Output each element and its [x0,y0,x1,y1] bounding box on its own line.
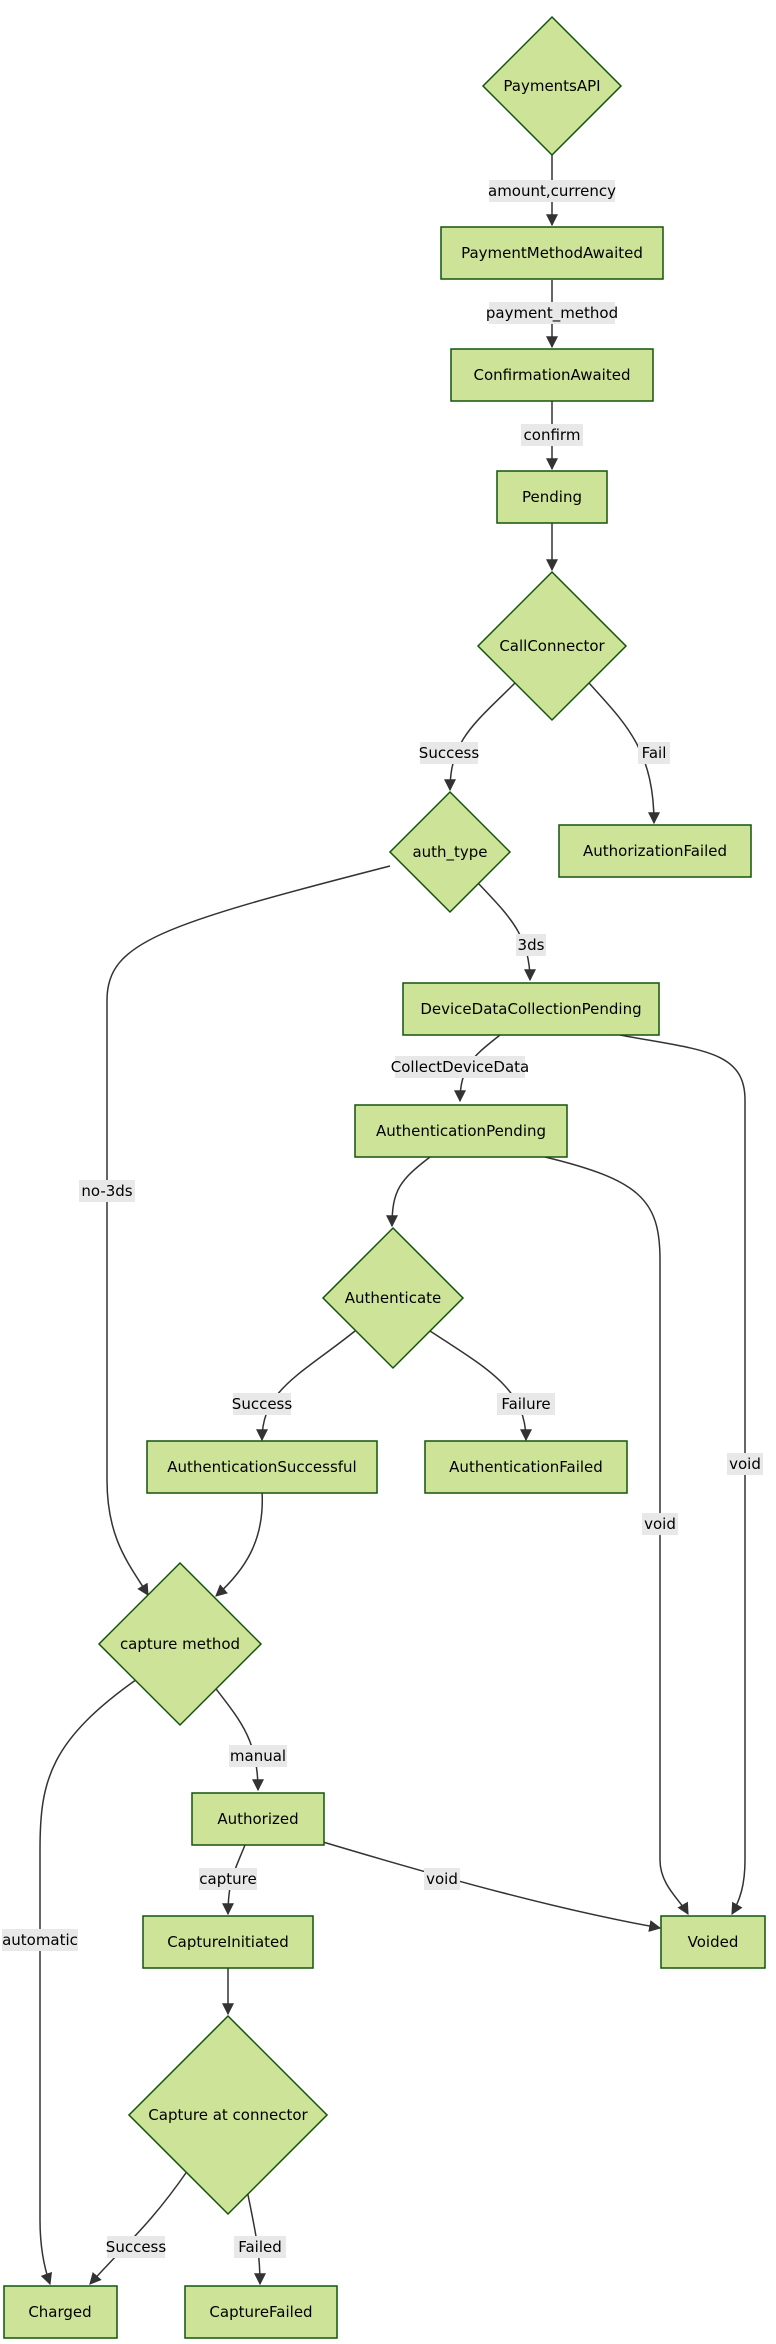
node-authenticationfailed: AuthenticationFailed [424,1440,628,1494]
edge-label-collect-device-data: CollectDeviceData [391,1056,529,1078]
svg-text:automatic: automatic [2,1931,78,1949]
svg-text:CallConnector: CallConnector [499,637,605,655]
node-voided: Voided [660,1915,766,1969]
svg-text:CaptureInitiated: CaptureInitiated [167,1933,289,1951]
edge-capturemethod-to-authorized [212,1684,264,1792]
node-charged: Charged [3,2285,118,2339]
svg-text:PaymentsAPI: PaymentsAPI [503,77,600,95]
node-captureinitiated: CaptureInitiated [142,1915,314,1969]
svg-text:AuthenticationSuccessful: AuthenticationSuccessful [167,1458,356,1476]
svg-text:Pending: Pending [522,488,582,506]
svg-text:AuthorizationFailed: AuthorizationFailed [583,842,727,860]
svg-text:Voided: Voided [688,1933,739,1951]
svg-text:Failure: Failure [501,1395,550,1413]
edge-authenticate-to-authenticationsuccessful [256,1330,356,1442]
edge-label-amount-currency: amount,currency [488,180,616,202]
edge-captureatconnector-to-charged [89,2169,189,2285]
node-callconnector: CallConnector [476,570,628,722]
node-capturemethod: capture method [97,1561,263,1727]
edge-label-success-capture: Success [106,2236,167,2258]
svg-text:ConfirmationAwaited: ConfirmationAwaited [474,366,631,384]
edge-label-failure-authenticate: Failure [497,1393,555,1415]
edge-authenticationpending-to-voided [544,1156,689,1916]
node-authtype: auth_type [388,790,512,914]
edge-label-3ds: 3ds [516,934,546,956]
svg-text:3ds: 3ds [518,936,545,954]
svg-text:amount,currency: amount,currency [488,182,616,200]
node-devicedatacollectionpending: DeviceDataCollectionPending [402,982,660,1036]
svg-text:AuthenticationFailed: AuthenticationFailed [449,1458,603,1476]
edge-label-void-authenticationpending: void [642,1513,678,1535]
node-paymentsapi: PaymentsAPI [481,15,623,157]
svg-text:capture: capture [199,1870,256,1888]
edge-label-success-authenticate: Success [232,1393,293,1415]
node-pending: Pending [496,470,608,524]
edge-authenticate-to-authenticationfailed [429,1330,532,1442]
svg-text:void: void [729,1455,761,1473]
node-authorizationfailed: AuthorizationFailed [558,824,752,878]
edge-authtype-to-capturemethod [106,865,391,1597]
svg-text:Success: Success [106,2238,167,2256]
edge-label-manual: manual [229,1745,287,1767]
svg-text:CaptureFailed: CaptureFailed [209,2303,312,2321]
svg-text:Charged: Charged [28,2303,91,2321]
node-authenticate: Authenticate [321,1226,465,1370]
edge-label-capture: capture [199,1868,257,1890]
node-captureatconnector: Capture at connector [127,2014,329,2216]
edge-label-success-callconnector: Success [419,742,480,764]
svg-text:manual: manual [230,1747,286,1765]
svg-text:Authenticate: Authenticate [345,1289,442,1307]
edge-label-fail-callconnector: Fail [638,742,670,764]
svg-text:Failed: Failed [238,2238,282,2256]
svg-text:confirm: confirm [524,426,581,444]
svg-text:capture method: capture method [120,1635,240,1653]
svg-text:CollectDeviceData: CollectDeviceData [391,1058,529,1076]
edge-devicedata-to-voided [619,1034,746,1916]
svg-text:Authorized: Authorized [217,1810,298,1828]
node-authorized: Authorized [191,1792,325,1846]
edge-authenticationpending-to-authenticate [386,1156,431,1228]
svg-text:void: void [644,1515,676,1533]
svg-text:no-3ds: no-3ds [81,1182,132,1200]
edge-label-confirm: confirm [521,424,583,446]
svg-text:payment_method: payment_method [486,304,618,323]
edge-callconnector-to-authtype [444,682,516,792]
node-authenticationpending: AuthenticationPending [354,1104,568,1158]
edge-label-void-authorized: void [424,1868,460,1890]
edge-label-no-3ds: no-3ds [79,1180,135,1202]
edge-callconnector-to-authorizationfailed [588,682,660,825]
node-capturefailed: CaptureFailed [184,2285,338,2339]
svg-text:Success: Success [232,1395,293,1413]
edge-authtype-to-devicedatacollectionpending [477,882,536,982]
svg-text:PaymentMethodAwaited: PaymentMethodAwaited [461,244,643,262]
svg-text:Success: Success [419,744,480,762]
edge-authorized-to-voided [322,1841,662,1932]
svg-text:Capture at connector: Capture at connector [148,2106,308,2124]
svg-text:auth_type: auth_type [412,843,487,862]
edge-authenticationsuccessful-to-capturemethod [215,1490,264,1597]
svg-text:Fail: Fail [642,744,667,762]
node-paymentmethodawaited: PaymentMethodAwaited [440,226,664,280]
nodes: PaymentsAPI PaymentMethodAwaited Confirm… [3,15,766,2339]
svg-text:void: void [426,1870,458,1888]
edge-labels: amount,currency payment_method confirm S… [2,180,763,2258]
svg-text:AuthenticationPending: AuthenticationPending [376,1122,546,1140]
edge-label-automatic: automatic [2,1929,78,1951]
svg-text:DeviceDataCollectionPending: DeviceDataCollectionPending [420,1000,641,1018]
node-confirmationawaited: ConfirmationAwaited [450,348,654,402]
edge-capturemethod-to-charged [39,1676,141,2286]
edge-label-payment-method: payment_method [486,302,618,324]
node-authenticationsuccessful: AuthenticationSuccessful [146,1440,378,1494]
edge-label-failed-capture: Failed [234,2236,286,2258]
edge-label-void-devicedata: void [727,1453,763,1475]
